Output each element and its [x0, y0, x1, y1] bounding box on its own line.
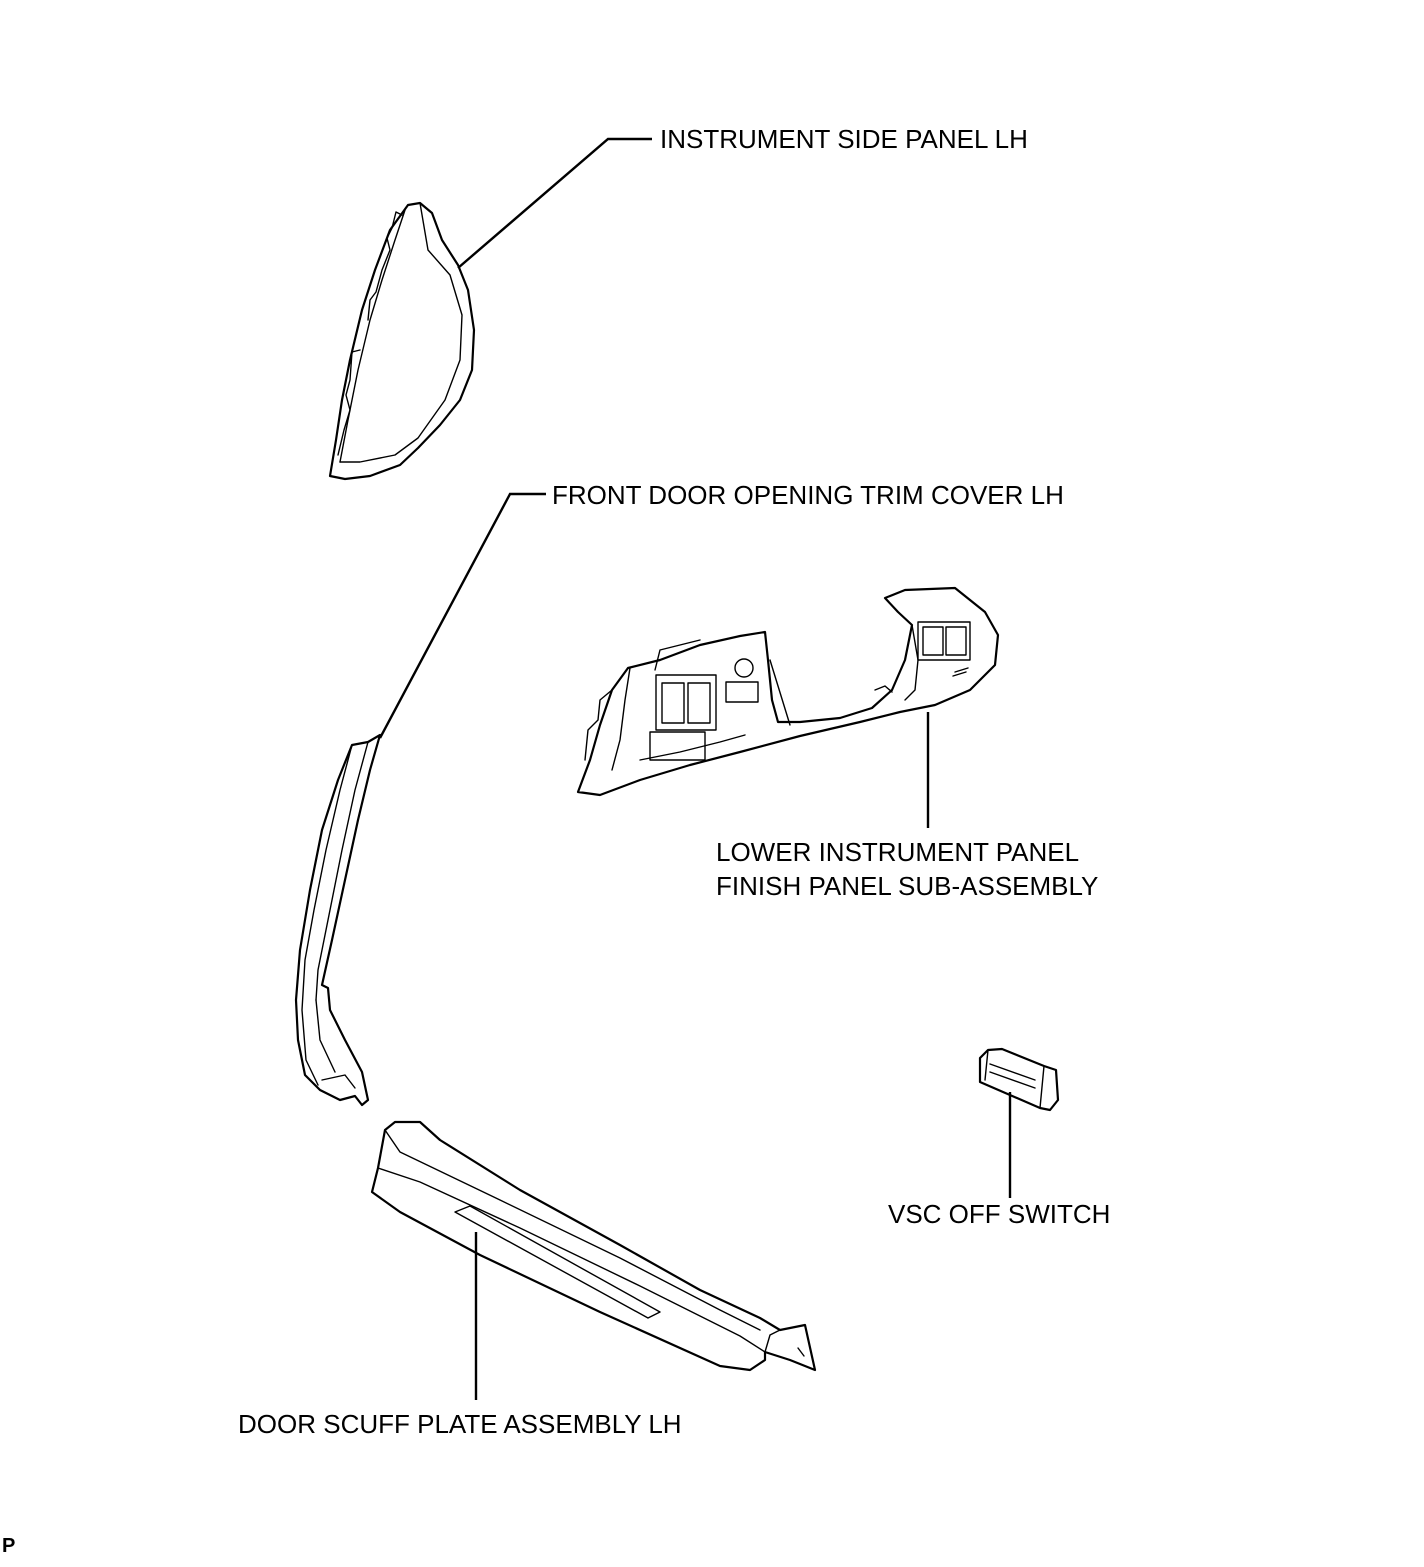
- door-scuff-plate-part: [370, 1120, 817, 1372]
- front-door-trim-leader: [378, 492, 546, 739]
- lower-instrument-panel-part: [576, 586, 1000, 797]
- vsc-off-switch-part: [978, 1047, 1060, 1112]
- label-vsc-switch: VSC OFF SWITCH: [888, 1199, 1110, 1229]
- instrument-side-panel-leader: [457, 137, 652, 269]
- corner-mark: P: [2, 1535, 15, 1557]
- label-lower-panel-line2: FINISH PANEL SUB-ASSEMBLY: [716, 871, 1098, 901]
- front-door-trim-cover-part: [294, 733, 382, 1107]
- label-instrument-side-panel: INSTRUMENT SIDE PANEL LH: [660, 124, 1028, 154]
- label-front-door-trim: FRONT DOOR OPENING TRIM COVER LH: [552, 480, 1064, 510]
- instrument-side-panel-part: [328, 201, 476, 481]
- label-lower-panel-line1: LOWER INSTRUMENT PANEL: [716, 837, 1079, 867]
- label-door-scuff-plate: DOOR SCUFF PLATE ASSEMBLY LH: [238, 1409, 682, 1439]
